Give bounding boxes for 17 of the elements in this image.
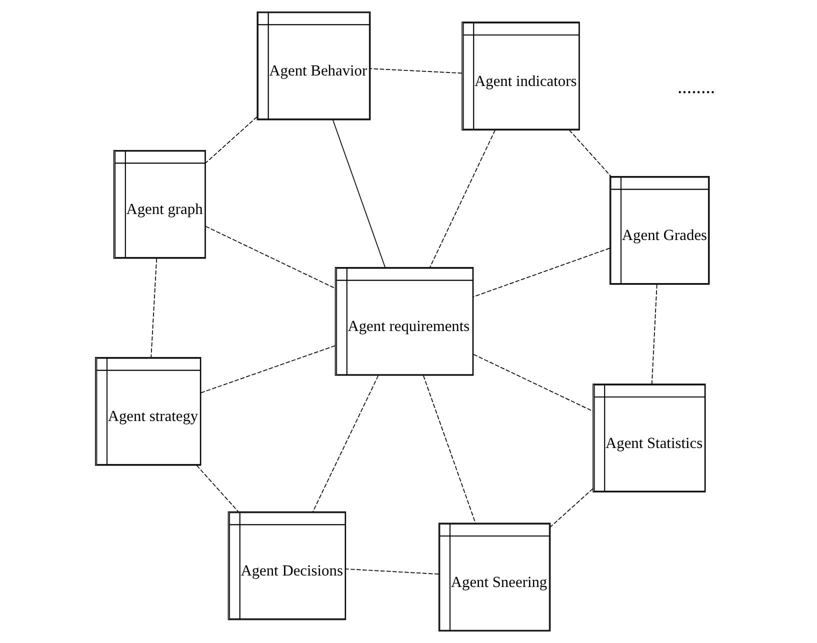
connector bbox=[205, 116, 258, 164]
connector bbox=[200, 345, 336, 394]
connector bbox=[370, 68, 462, 74]
connector bbox=[568, 130, 612, 177]
connector bbox=[205, 226, 336, 289]
label: ........ bbox=[677, 76, 716, 98]
connector bbox=[651, 284, 658, 384]
connector bbox=[429, 130, 496, 268]
connector bbox=[472, 248, 610, 298]
connector bbox=[332, 120, 386, 268]
connector bbox=[150, 258, 158, 358]
connector bbox=[550, 488, 594, 528]
connector bbox=[422, 375, 476, 524]
connector bbox=[345, 568, 440, 575]
connector bbox=[473, 354, 594, 412]
connector bbox=[196, 464, 239, 512]
connector bbox=[312, 375, 379, 512]
